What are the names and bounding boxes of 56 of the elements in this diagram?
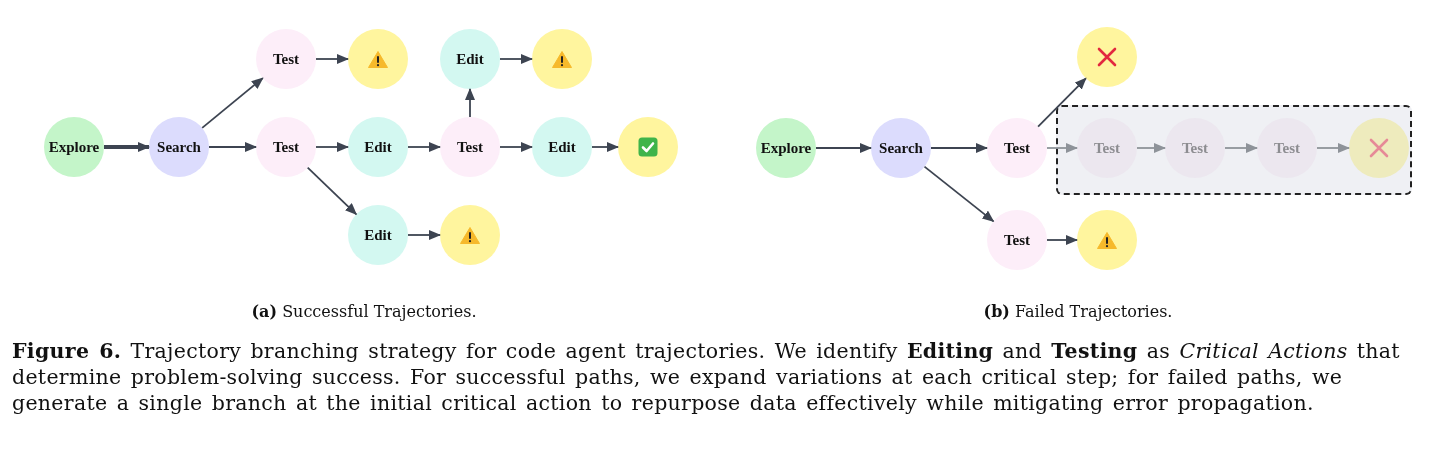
outcome-circle bbox=[440, 205, 500, 265]
arrow bbox=[923, 165, 995, 223]
step-circle bbox=[756, 118, 816, 178]
arrow bbox=[815, 143, 872, 153]
arrow bbox=[306, 166, 358, 216]
node-label: Edit bbox=[548, 139, 576, 155]
arrow bbox=[407, 230, 441, 240]
arrow bbox=[499, 54, 533, 64]
arrow bbox=[1224, 143, 1258, 153]
node-label: Test bbox=[1181, 140, 1209, 156]
step-circle bbox=[440, 29, 500, 89]
arrow bbox=[499, 142, 533, 152]
node-label: Edit bbox=[364, 227, 392, 243]
outcome-circle bbox=[618, 117, 678, 177]
arrow bbox=[1136, 143, 1166, 153]
node-label: Edit bbox=[364, 139, 392, 155]
arrow bbox=[104, 142, 150, 152]
arrow bbox=[407, 142, 441, 152]
node-label: Test bbox=[1003, 232, 1031, 248]
step-circle bbox=[532, 117, 592, 177]
node-label: Test bbox=[1003, 140, 1031, 156]
arrow bbox=[1046, 235, 1078, 245]
node-label: Test bbox=[272, 51, 300, 67]
arrow bbox=[930, 143, 988, 153]
step-circle bbox=[44, 117, 104, 177]
arrow bbox=[315, 142, 349, 152]
step-circle bbox=[871, 118, 931, 178]
step-circle bbox=[348, 205, 408, 265]
subfigure-caption: (a) Successful Trajectories. bbox=[251, 302, 477, 321]
faded-outcome-circle bbox=[1349, 118, 1409, 178]
arrow bbox=[201, 77, 264, 129]
arrow bbox=[208, 142, 257, 152]
arrow bbox=[465, 88, 475, 118]
outcome-circle bbox=[1077, 27, 1137, 87]
arrow bbox=[1037, 77, 1087, 128]
arrow bbox=[1316, 143, 1350, 153]
node-label: Test bbox=[1093, 140, 1121, 156]
figure-caption: Figure 6. Trajectory branching strategy for code agent trajectories. We identify Editing and Testing as Critical Actions that determine problem-solving success. For successful paths, we expand variations at each critical step; for failed paths, we generate a single branch at the initial critical action to repurpose data effectively while mitigating error propagation. bbox=[12, 338, 1401, 416]
node-label: Test bbox=[456, 139, 484, 155]
node-label: Search bbox=[879, 140, 923, 156]
outcome-circle bbox=[532, 29, 592, 89]
outcome-circle bbox=[1077, 210, 1137, 270]
node-label: Explore bbox=[760, 140, 812, 156]
node-label: Explore bbox=[48, 139, 100, 155]
step-circle bbox=[348, 117, 408, 177]
arrow bbox=[591, 142, 619, 152]
node-label: Edit bbox=[456, 51, 484, 67]
subfigure-caption: (b) Failed Trajectories. bbox=[983, 302, 1173, 321]
node-label: Test bbox=[272, 139, 300, 155]
step-circle bbox=[149, 117, 209, 177]
arrow bbox=[315, 54, 349, 64]
node-label: Search bbox=[157, 139, 201, 155]
outcome-circle bbox=[348, 29, 408, 89]
node-label: Test bbox=[1273, 140, 1301, 156]
arrow bbox=[1046, 143, 1078, 153]
dashed-group-box bbox=[1056, 105, 1412, 195]
